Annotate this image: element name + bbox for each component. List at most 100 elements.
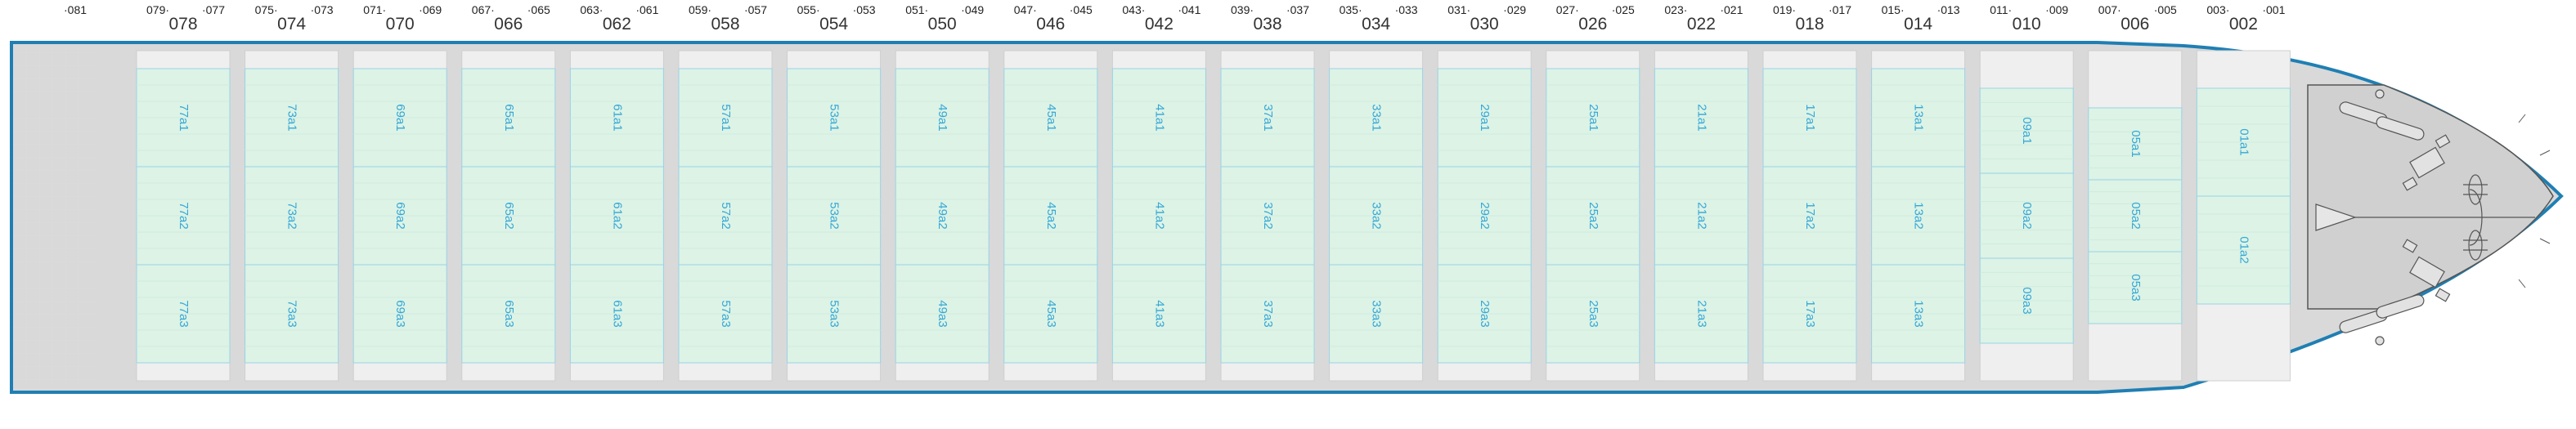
bay-label-aft: ·053	[853, 3, 876, 16]
bay-label-fore: 035·	[1340, 3, 1362, 16]
capstan-icon	[2463, 174, 2488, 205]
capstan-icon	[2463, 230, 2488, 261]
bay-label-main: 058	[711, 15, 739, 34]
bay-label-fore: 079·	[146, 3, 169, 16]
bow-frame-ticks	[2518, 114, 2551, 288]
slot-label: 21a3	[1694, 300, 1708, 327]
slot-label: 17a2	[1803, 202, 1817, 229]
bay-label-main: 030	[1470, 15, 1499, 34]
bay-label-main: 054	[819, 15, 848, 34]
bay-label-aft: ·017	[1829, 3, 1851, 16]
bay-label-aft: ·009	[2045, 3, 2068, 16]
bay-label-aft: ·049	[961, 3, 984, 16]
bay-label-main: 070	[386, 15, 415, 34]
slot-label: 65a3	[502, 300, 516, 327]
slot-label: 45a2	[1044, 202, 1058, 229]
slot-label: 61a2	[610, 202, 624, 229]
windlass-icon	[2339, 239, 2451, 346]
bay-label-fore: 051·	[905, 3, 928, 16]
bay-column-034: 33a1 33a2 33a3	[1329, 50, 1424, 382]
slot-label: 05a1	[2129, 130, 2143, 157]
bay-label-main: 006	[2120, 15, 2149, 34]
slot-label: 09a3	[2020, 287, 2034, 314]
slot-label: 45a1	[1044, 104, 1058, 131]
bay-label-fore: 075·	[255, 3, 278, 16]
bay-label-main: 018	[1795, 15, 1824, 34]
slot-label: 17a1	[1803, 104, 1817, 131]
bay-column-062: 61a1 61a2 61a3	[569, 50, 664, 382]
bay-label-aft: ·021	[1720, 3, 1743, 16]
bay-label-main: 026	[1578, 15, 1607, 34]
bay-label-fore: 039·	[1231, 3, 1254, 16]
bay-label-aft: ·041	[1178, 3, 1200, 16]
bay-label-aft: ·057	[744, 3, 767, 16]
slot-label: 17a3	[1803, 300, 1817, 327]
bay-label-aft: ·065	[527, 3, 550, 16]
bay-label-main: 062	[603, 15, 631, 34]
bay-label-fore: 027·	[1556, 3, 1579, 16]
bay-label-fore: 003·	[2206, 3, 2229, 16]
bay-label-main: 074	[277, 15, 306, 34]
bay-label-fore: 043·	[1122, 3, 1145, 16]
slot-label: 37a2	[1261, 202, 1275, 229]
slot-label: 73a3	[285, 300, 299, 327]
bay-label-fore: 071·	[363, 3, 386, 16]
slot-label: 53a1	[828, 104, 841, 131]
slot-label: 57a3	[719, 300, 733, 327]
slot-label: 33a3	[1370, 300, 1384, 327]
slot-label: 61a3	[610, 300, 624, 327]
slot-label: 41a1	[1152, 104, 1166, 131]
bay-label-main: 014	[1904, 15, 1932, 34]
slot-label: 25a1	[1586, 104, 1600, 131]
bay-column-018: 17a1 17a2 17a3	[1762, 50, 1857, 382]
forecastle	[2307, 84, 2554, 346]
bay-label-aft: ·029	[1503, 3, 1526, 16]
bay-column-078: 77a1 77a2 77a3	[136, 50, 231, 382]
bay-label-main: 078	[168, 15, 197, 34]
bay-label-fore: 011·	[1990, 3, 2012, 16]
bay-label-main: 022	[1687, 15, 1716, 34]
bay-label-fore: 015·	[1882, 3, 1905, 16]
bay-label-aft: ·077	[202, 3, 225, 16]
bay-label-fore: 031·	[1447, 3, 1470, 16]
bay-label-main: 050	[928, 15, 957, 34]
slot-label: 29a3	[1478, 300, 1492, 327]
bay-label-main: 042	[1145, 15, 1174, 34]
bay-label-main: 046	[1036, 15, 1065, 34]
slot-label: 45a3	[1044, 300, 1058, 327]
bay-column-026: 25a1 25a2 25a3	[1546, 50, 1640, 382]
slot-label: 13a1	[1912, 104, 1926, 131]
bay-label-081: ·081	[64, 3, 87, 16]
slot-label: 61a1	[610, 104, 624, 131]
slot-label: 57a2	[719, 202, 733, 229]
bay-label-fore: 019·	[1773, 3, 1796, 16]
bow-notch	[2315, 203, 2357, 231]
slot-label: 33a2	[1370, 202, 1384, 229]
windlass-icon	[2339, 89, 2451, 191]
slot-label: 05a3	[2129, 274, 2143, 301]
bay-label-fore: 067·	[472, 3, 495, 16]
slot-label: 13a3	[1912, 300, 1926, 327]
slot-label: 69a2	[393, 202, 407, 229]
slot-label: 25a3	[1586, 300, 1600, 327]
bay-label-aft: ·013	[1937, 3, 1960, 16]
slot-label: 77a1	[177, 104, 191, 131]
slot-label: 33a1	[1370, 104, 1384, 131]
slot-label: 09a2	[2020, 202, 2034, 229]
slot-label: 41a3	[1152, 300, 1166, 327]
slot-label: 77a3	[177, 300, 191, 327]
bow-bollard-arc	[2469, 189, 2483, 246]
slot-label: 25a2	[1586, 202, 1600, 229]
slot-label: 69a3	[393, 300, 407, 327]
bay-label-main: 034	[1362, 15, 1390, 34]
bay-label-aft: ·025	[1612, 3, 1635, 16]
slot-label: 77a2	[177, 202, 191, 229]
stern-grid-area	[13, 47, 98, 384]
